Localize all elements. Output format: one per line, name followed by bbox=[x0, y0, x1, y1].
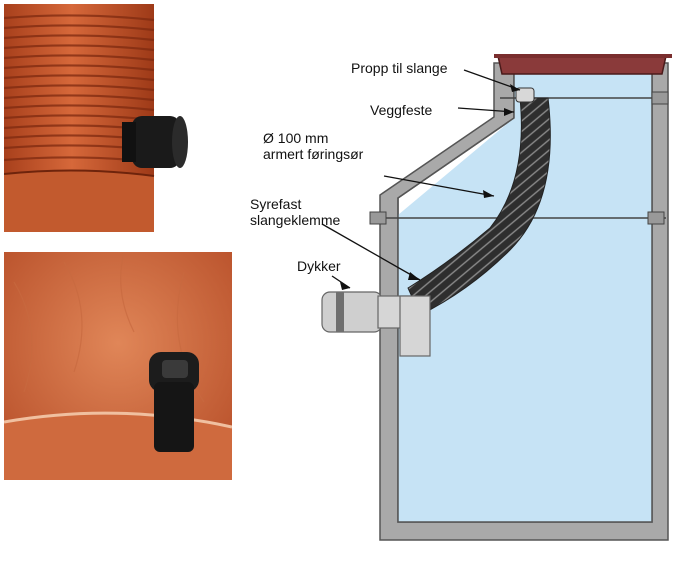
label-propp: Propp til slange bbox=[351, 60, 448, 76]
dykker-outlet bbox=[321, 291, 431, 357]
label-clamp-line1: Syrefast bbox=[250, 196, 302, 212]
label-veggfeste: Veggfeste bbox=[370, 102, 432, 118]
label-veggfeste-text: Veggfeste bbox=[370, 102, 433, 118]
label-clamp: Syrefast slangeklemme bbox=[250, 196, 340, 228]
tank-lid bbox=[497, 55, 667, 75]
tank-cross-section-diagram bbox=[321, 54, 672, 541]
tank-interior-photo bbox=[4, 252, 232, 480]
label-clamp-line2: slangeklemme bbox=[250, 212, 341, 228]
label-dykker: Dykker bbox=[297, 258, 341, 274]
tank-exterior-photo bbox=[4, 4, 232, 232]
tank-interior bbox=[398, 70, 652, 522]
label-pipe-line1: Ø 100 mm bbox=[263, 130, 329, 146]
label-pipe: Ø 100 mm armert føringsør bbox=[263, 130, 363, 162]
label-propp-text: Propp til slange bbox=[351, 60, 448, 76]
hose-plug bbox=[515, 87, 535, 103]
label-dykker-text: Dykker bbox=[297, 258, 341, 274]
label-pipe-line2: armert føringsør bbox=[263, 146, 364, 162]
